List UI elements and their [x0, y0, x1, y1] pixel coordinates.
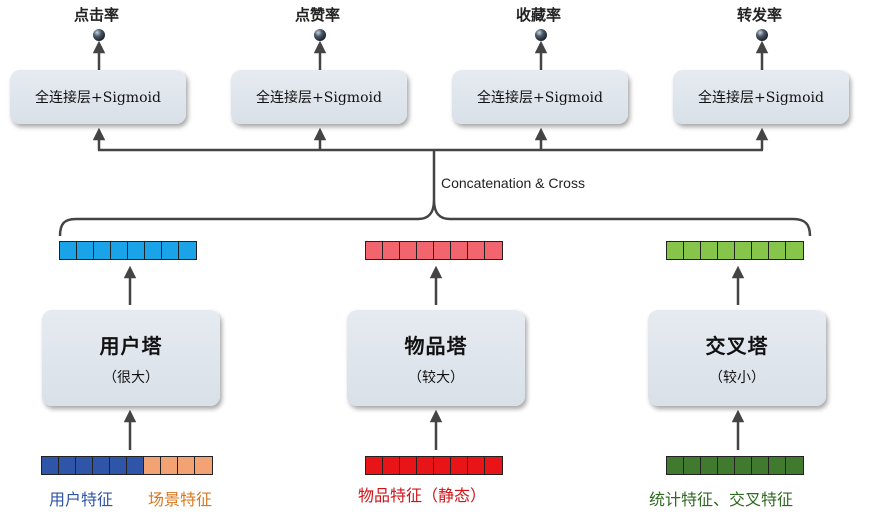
- fc-sigmoid-label-3: 全连接层+Sigmoid: [477, 90, 603, 106]
- vector-cell: [400, 242, 417, 259]
- input-vector-cell: [684, 457, 701, 474]
- user-tower-subtitle: （很大）: [103, 369, 159, 386]
- vector-cell: [60, 242, 77, 259]
- input-vector-cell: [701, 457, 718, 474]
- input-vector-cell: [417, 457, 434, 474]
- fc-sigmoid-label-4: 全连接层+Sigmoid: [698, 90, 824, 106]
- vector-cell: [383, 242, 400, 259]
- input-vector-cell: [485, 457, 502, 474]
- vector-cell: [684, 242, 701, 259]
- vector-cell: [434, 242, 451, 259]
- fc-sigmoid-layer-4: 全连接层+Sigmoid: [673, 70, 849, 124]
- output-label-collect: 收藏率: [516, 6, 562, 24]
- user-embedding-vector: [59, 241, 197, 260]
- output-node-collect: [535, 29, 547, 41]
- vector-cell: [752, 242, 769, 259]
- input-vector-cell: [144, 457, 161, 474]
- input-vector-cell: [195, 457, 212, 474]
- vector-cell: [77, 242, 94, 259]
- input-vector-cell: [59, 457, 76, 474]
- scene-feature-label: 场景特征: [148, 490, 213, 509]
- vector-cell: [701, 242, 718, 259]
- cross-tower-subtitle: （较小）: [709, 369, 765, 386]
- cross-input-vector: [666, 456, 804, 475]
- vector-cell: [485, 242, 502, 259]
- vector-cell: [718, 242, 735, 259]
- vector-cell: [417, 242, 434, 259]
- input-vector-cell: [735, 457, 752, 474]
- vector-cell: [786, 242, 803, 259]
- item-embedding-vector: [365, 241, 503, 260]
- input-vector-cell: [400, 457, 417, 474]
- output-node-ctr: [93, 29, 105, 41]
- fc-sigmoid-layer-3: 全连接层+Sigmoid: [452, 70, 628, 124]
- vector-cell: [451, 242, 468, 259]
- output-label-like: 点赞率: [295, 6, 341, 24]
- vector-cell: [162, 242, 179, 259]
- item-feature-label: 物品特征（静态）: [358, 486, 487, 505]
- user-tower-title: 用户塔: [99, 333, 163, 358]
- input-vector-cell: [451, 457, 468, 474]
- vector-cell: [179, 242, 196, 259]
- input-vector-cell: [42, 457, 59, 474]
- fc-sigmoid-layer-2: 全连接层+Sigmoid: [231, 70, 407, 124]
- vector-cell: [128, 242, 145, 259]
- item-tower-title: 物品塔: [404, 333, 468, 358]
- item-input-vector: [365, 456, 503, 475]
- input-vector-cell: [161, 457, 178, 474]
- user-feature-label: 用户特征: [49, 490, 114, 509]
- fc-sigmoid-label-1: 全连接层+Sigmoid: [35, 90, 161, 106]
- input-vector-cell: [667, 457, 684, 474]
- fc-sigmoid-layer-1: 全连接层+Sigmoid: [10, 70, 186, 124]
- cross-tower: 交叉塔 （较小）: [648, 310, 826, 406]
- input-vector-cell: [76, 457, 93, 474]
- concat-brace: [58, 199, 812, 237]
- user-tower: 用户塔 （很大）: [42, 310, 220, 406]
- output-node-like: [314, 29, 326, 41]
- input-vector-cell: [366, 457, 383, 474]
- input-vector-cell: [468, 457, 485, 474]
- input-vector-cell: [718, 457, 735, 474]
- input-vector-cell: [786, 457, 803, 474]
- vector-cell: [769, 242, 786, 259]
- output-label-ctr: 点击率: [74, 6, 120, 24]
- output-label-share: 转发率: [737, 6, 783, 24]
- vector-cell: [735, 242, 752, 259]
- vector-cell: [468, 242, 485, 259]
- item-tower: 物品塔 （较大）: [347, 310, 525, 406]
- input-vector-cell: [752, 457, 769, 474]
- input-vector-cell: [434, 457, 451, 474]
- vector-cell: [667, 242, 684, 259]
- input-vector-cell: [178, 457, 195, 474]
- item-tower-subtitle: （较大）: [408, 369, 464, 386]
- input-vector-cell: [93, 457, 110, 474]
- input-vector-cell: [110, 457, 127, 474]
- vector-cell: [111, 242, 128, 259]
- fc-sigmoid-label-2: 全连接层+Sigmoid: [256, 90, 382, 106]
- stat-cross-feature-label: 统计特征、交叉特征: [649, 490, 794, 509]
- input-vector-cell: [769, 457, 786, 474]
- vector-cell: [366, 242, 383, 259]
- concat-cross-label: Concatenation & Cross: [441, 175, 585, 191]
- vector-cell: [94, 242, 111, 259]
- output-node-share: [756, 29, 768, 41]
- user-scene-input-vector: [41, 456, 213, 475]
- vector-cell: [145, 242, 162, 259]
- input-vector-cell: [127, 457, 144, 474]
- input-vector-cell: [383, 457, 400, 474]
- cross-embedding-vector: [666, 241, 804, 260]
- cross-tower-title: 交叉塔: [705, 333, 769, 358]
